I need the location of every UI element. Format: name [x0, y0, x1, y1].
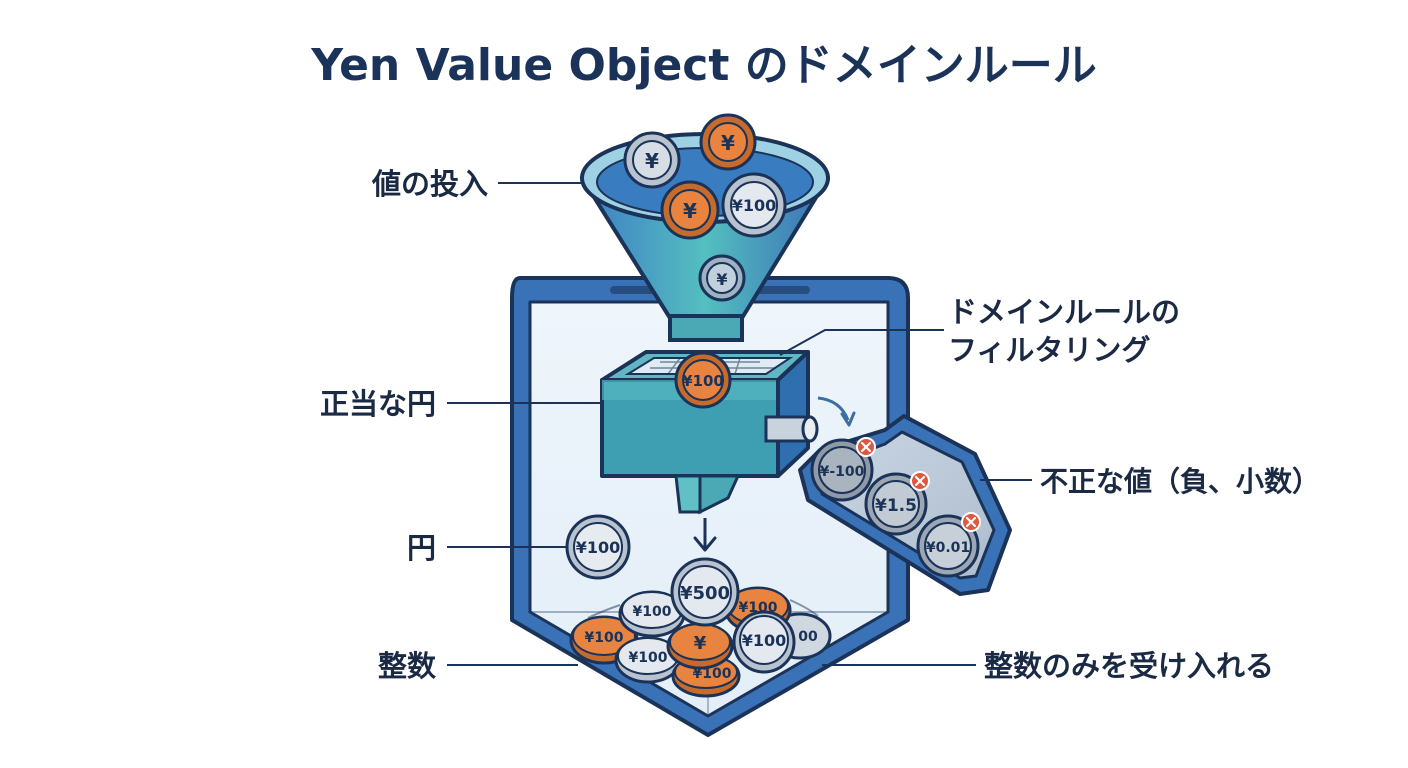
pile-coin: ¥100 [732, 610, 796, 674]
svg-text:¥100: ¥100 [693, 666, 732, 682]
svg-text:00: 00 [798, 629, 818, 645]
label-yen: 円 [407, 531, 436, 565]
label-integer: 整数 [378, 649, 437, 683]
pile-coin: ¥ [666, 622, 734, 670]
svg-text:¥0.01: ¥0.01 [926, 540, 970, 556]
label-integer-only: 整数のみを受け入れる [984, 649, 1274, 683]
domain-filter [600, 350, 819, 515]
integer-coin-pile: 00 ¥100 ¥100 ¥100 ¥100 ¥100 [569, 557, 832, 698]
invalid-coin: ¥0.01 [916, 512, 981, 578]
svg-text:¥: ¥ [694, 633, 707, 654]
svg-text:¥-100: ¥-100 [820, 464, 865, 480]
funnel-coin: ¥100 [721, 172, 787, 238]
pile-coin: ¥100 [618, 590, 686, 638]
leader-lines [447, 182, 1032, 666]
svg-text:¥100: ¥100 [629, 650, 668, 666]
svg-text:¥100: ¥100 [585, 630, 624, 646]
valid-yen-coin: ¥100 [674, 351, 732, 409]
svg-text:¥100: ¥100 [633, 604, 672, 620]
svg-text:¥: ¥ [645, 149, 659, 173]
label-valid-yen: 正当な円 [320, 387, 436, 421]
label-input: 値の投入 [371, 167, 488, 201]
invalid-coin: ¥1.5 [864, 471, 930, 536]
svg-text:¥100: ¥100 [732, 196, 777, 215]
funnel-coins: ¥ ¥ ¥ ¥100 ¥ [623, 113, 787, 302]
pile-coin: ¥100 [614, 636, 682, 684]
standalone-yen-coin: ¥100 [565, 514, 631, 580]
invalid-coin: ¥-100 [810, 437, 876, 502]
label-invalid: 不正な値（負、小数） [1040, 465, 1320, 498]
svg-text:¥100: ¥100 [742, 631, 787, 650]
pile-coin: ¥500 [670, 557, 740, 627]
funnel-coin: ¥ [699, 113, 757, 171]
funnel-coin: ¥ [623, 131, 681, 189]
invalid-coins: ¥-100 ¥1.5 ¥0.01 [810, 437, 981, 578]
reject-arrow [817, 396, 856, 427]
svg-text:¥100: ¥100 [576, 538, 621, 557]
svg-text:¥500: ¥500 [680, 583, 730, 604]
label-filtering-line1: ドメインルールの [948, 295, 1180, 329]
svg-text:¥: ¥ [716, 270, 727, 289]
label-filtering-line2: フィルタリング [948, 333, 1150, 367]
page-title: Yen Value Object のドメインルール [310, 40, 1096, 91]
down-arrow [693, 518, 717, 552]
svg-text:¥: ¥ [683, 199, 697, 223]
svg-text:¥: ¥ [721, 131, 735, 155]
svg-text:¥100: ¥100 [682, 372, 724, 390]
funnel-coin: ¥ [660, 180, 720, 240]
funnel-coin: ¥ [698, 254, 746, 302]
svg-text:¥1.5: ¥1.5 [875, 496, 917, 516]
